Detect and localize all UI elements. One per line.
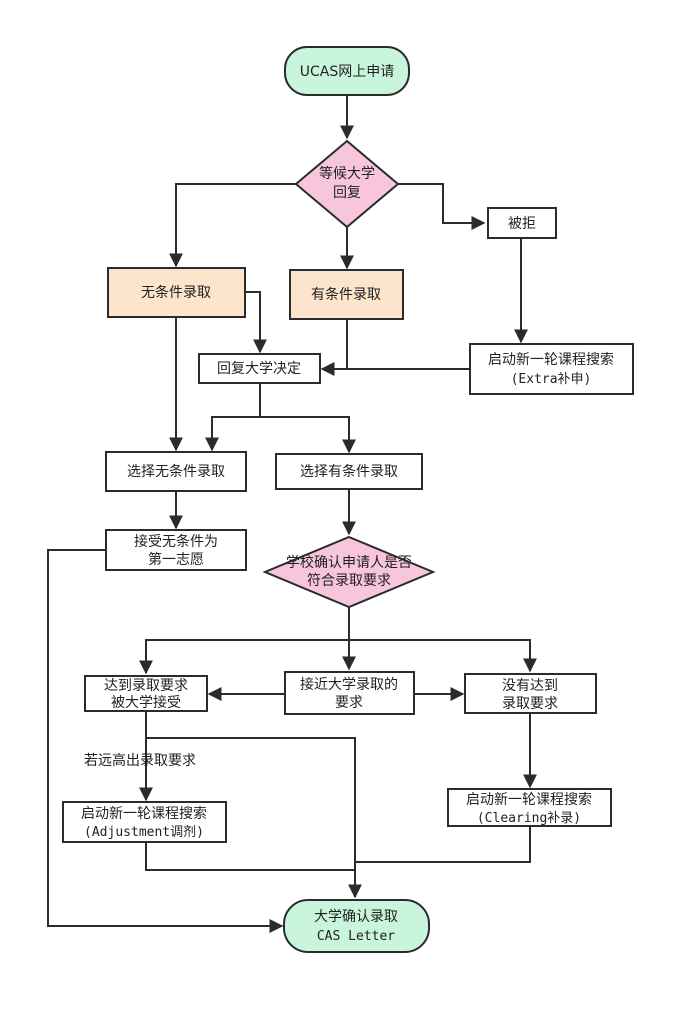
node-near: 接近大学录取的 要求 — [284, 671, 415, 715]
conditional-box — [289, 269, 404, 320]
rejected-box — [487, 207, 557, 239]
adjust-label-1: 启动新一轮课程搜索 — [81, 805, 207, 822]
reply-label: 回复大学决定 — [217, 360, 301, 377]
check-label-1: 学校确认申请人是否 — [286, 554, 412, 571]
wait-label-2: 回复 — [333, 184, 361, 201]
node-start: UCAS网上申请 — [284, 46, 410, 96]
not-met-label-2: 录取要求 — [502, 696, 558, 712]
conditional-label: 有条件录取 — [311, 286, 381, 303]
node-conditional: 有条件录取 — [289, 269, 404, 320]
met-label-1: 达到录取要求 — [104, 678, 188, 694]
edge-check-notmet — [349, 639, 537, 673]
edge-reply-choosecond — [260, 416, 356, 454]
choose-cond-label: 选择有条件录取 — [300, 463, 398, 480]
choose-uncond-box — [105, 451, 247, 492]
exceed-label: 若远高出录取要求 — [84, 752, 196, 769]
node-extra: 启动新一轮课程搜索 (Extra补申) — [469, 343, 634, 395]
unconditional-box — [107, 267, 246, 318]
near-label-1: 接近大学录取的 — [300, 676, 398, 693]
node-rejected: 被拒 — [487, 207, 557, 239]
node-not-met: 没有达到 录取要求 — [464, 673, 597, 714]
clearing-box — [447, 788, 612, 827]
edge-accept-end — [47, 549, 284, 933]
clearing-label-1: 启动新一轮课程搜索 — [466, 791, 592, 808]
extra-box — [469, 343, 634, 395]
node-end: 大学确认录取 CAS Letter — [283, 899, 430, 953]
edge-wait-unconditional — [169, 183, 296, 268]
not-met-box — [464, 673, 597, 714]
start-label: UCAS网上申请 — [300, 64, 395, 80]
node-choose-cond: 选择有条件录取 — [275, 453, 423, 490]
edge-unconditional-reply — [245, 291, 267, 354]
wait-decision — [294, 139, 400, 229]
adjust-box — [62, 801, 227, 843]
accept-first-label-1: 接受无条件为 — [134, 533, 218, 550]
edge-met-end — [146, 737, 362, 899]
edge-conditional-reply — [322, 319, 348, 370]
node-clearing: 启动新一轮课程搜索 (Clearing补录) — [447, 788, 612, 827]
check-label-2: 符合录取要求 — [307, 573, 391, 589]
node-adjust: 启动新一轮课程搜索 (Adjustment调剂) — [62, 801, 227, 843]
rejected-label: 被拒 — [508, 216, 536, 232]
end-label-1: 大学确认录取 — [314, 909, 398, 925]
node-check: 学校确认申请人是否 符合录取要求 — [262, 535, 436, 609]
not-met-label-1: 没有达到 — [502, 678, 558, 694]
unconditional-label: 无条件录取 — [141, 284, 211, 301]
node-unconditional: 无条件录取 — [107, 267, 246, 318]
accept-first-box — [105, 529, 247, 571]
adjust-label-2: (Adjustment调剂) — [84, 825, 204, 840]
node-choose-uncond: 选择无条件录取 — [105, 451, 247, 492]
choose-cond-box — [275, 453, 423, 490]
near-box — [284, 671, 415, 715]
edge-adjust-end — [145, 842, 355, 871]
met-label-2: 被大学接受 — [111, 694, 181, 711]
node-wait: 等候大学 回复 — [294, 139, 400, 229]
near-label-2: 要求 — [335, 695, 363, 711]
accept-first-label-2: 第一志愿 — [148, 551, 204, 568]
edge-check-split-met — [139, 607, 350, 675]
extra-label-1: 启动新一轮课程搜索 — [488, 351, 614, 368]
choose-uncond-label: 选择无条件录取 — [127, 463, 225, 480]
edge-reply-split — [205, 383, 261, 452]
extra-label-2: (Extra补申) — [511, 372, 592, 387]
check-decision — [262, 535, 436, 609]
wait-label-1: 等候大学 — [319, 165, 375, 182]
edge-clearing-end — [355, 826, 531, 863]
start-terminal — [284, 46, 410, 96]
clearing-label-2: (Clearing补录) — [477, 811, 581, 826]
end-label-2: CAS Letter — [317, 929, 395, 944]
met-box — [84, 675, 208, 712]
edge-wait-rejected — [398, 183, 486, 230]
node-met: 达到录取要求 被大学接受 — [84, 675, 208, 712]
node-accept-first: 接受无条件为 第一志愿 — [105, 529, 247, 571]
node-reply: 回复大学决定 — [198, 353, 321, 384]
edges — [47, 95, 537, 933]
end-terminal — [283, 899, 430, 953]
reply-box — [198, 353, 321, 384]
